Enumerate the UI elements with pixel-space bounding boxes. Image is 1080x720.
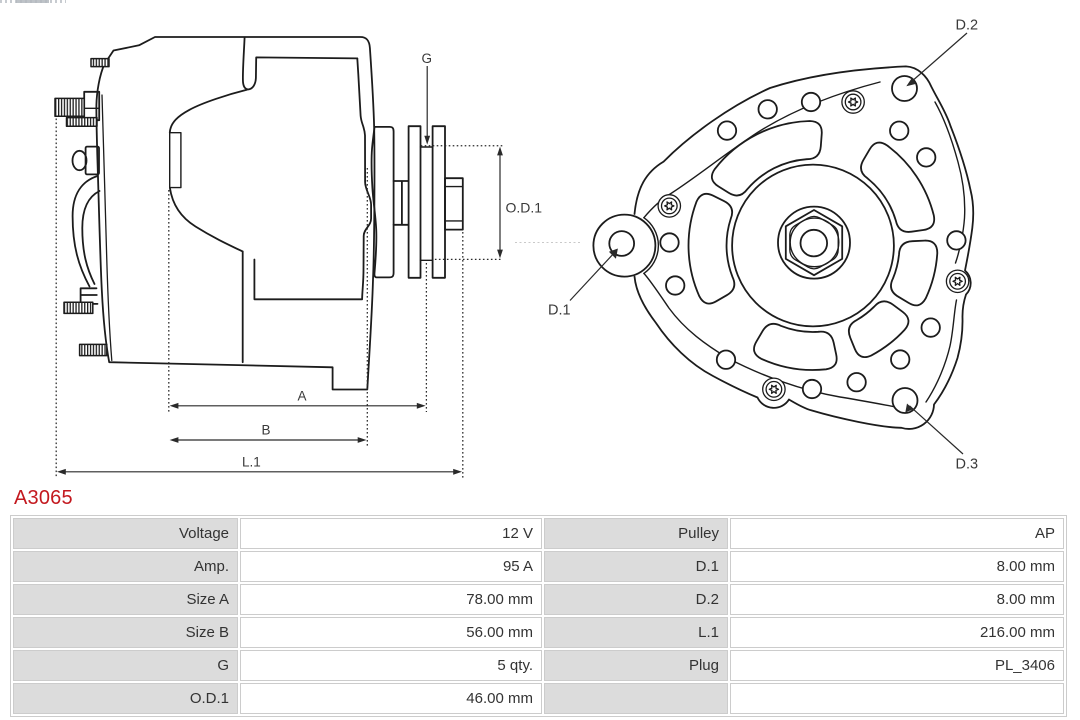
- svg-text:G: G: [422, 51, 433, 66]
- svg-text:A: A: [298, 389, 307, 404]
- svg-text:D.1: D.1: [548, 303, 571, 319]
- svg-text:B: B: [262, 423, 271, 438]
- svg-text:D.3: D.3: [956, 457, 979, 473]
- svg-text:O.D.1: O.D.1: [506, 200, 543, 216]
- svg-text:L.1: L.1: [242, 455, 261, 470]
- svg-text:D.2: D.2: [956, 18, 979, 34]
